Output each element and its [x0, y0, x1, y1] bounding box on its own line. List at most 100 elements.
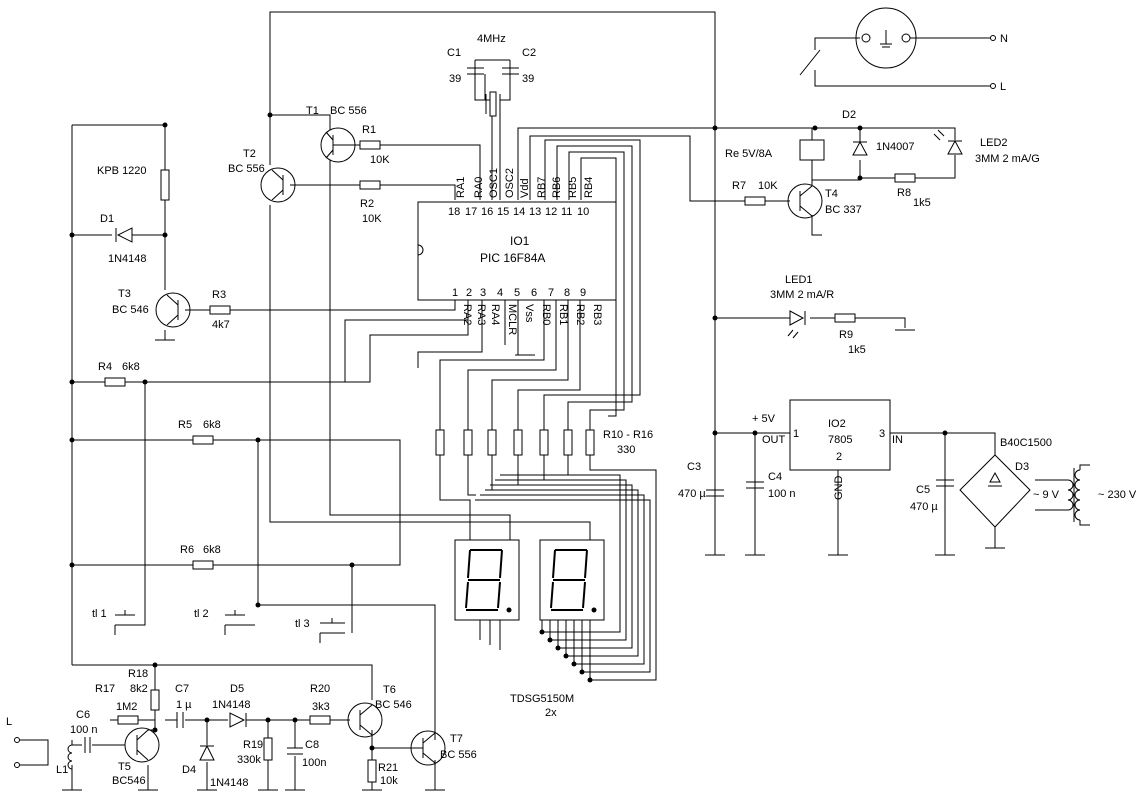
- c7-label: C7: [175, 683, 189, 695]
- relay-coil: [799, 139, 825, 161]
- r8-label: R8: [897, 187, 911, 199]
- regulator-pin3: 3: [879, 428, 885, 440]
- pin-label-vdd: Vdd: [519, 178, 531, 198]
- d2-label: D2: [842, 109, 856, 121]
- pin-num-3: 3: [480, 287, 486, 299]
- d1-label: D1: [100, 213, 114, 225]
- tl1-label: tl 1: [92, 608, 107, 620]
- r21-label: R21: [378, 762, 398, 774]
- primary-voltage: ~ 230 V: [1098, 489, 1137, 501]
- r10-16-value: 330: [617, 444, 635, 456]
- d5-label: D5: [230, 683, 244, 695]
- pin-label-vss: Vss: [523, 304, 535, 323]
- secondary-voltage: ~ 9 V: [1033, 489, 1060, 501]
- r6-label: R6: [180, 544, 194, 556]
- pin-num-16: 16: [481, 206, 493, 218]
- diodes: D1 1N4148 D2 1N4007 Re 5V/8A LED2 3MM 2 …: [100, 109, 1052, 789]
- regulator-out: OUT: [762, 434, 786, 446]
- r17-label: R17: [95, 683, 115, 695]
- r1-label: R1: [362, 124, 376, 136]
- pin-label-mclr: MCLR: [506, 304, 518, 335]
- input-coil: L L1: [6, 716, 73, 776]
- r8-symbol: [894, 173, 916, 183]
- pin-label-ra3: RA3: [475, 304, 487, 325]
- d5-symbol: [229, 712, 246, 728]
- relay-label: Re 5V/8A: [725, 148, 773, 160]
- crystal-freq: 4MHz: [477, 33, 506, 45]
- d2-symbol: [852, 140, 868, 156]
- r20-value: 3k3: [312, 701, 330, 713]
- pin-label-rb6: RB6: [551, 177, 563, 198]
- c5-label: C5: [916, 484, 930, 496]
- t6-part: BC 546: [375, 699, 412, 711]
- resistors: R1 10K R2 10K R3 4k7 R4 6k8 R5 6k8 R6 6k…: [95, 124, 931, 787]
- r13-symbol: [513, 429, 523, 456]
- capacitors: C3 470 µ C4 100 n C5 470 µ C6 100 n C7 1…: [70, 461, 954, 769]
- led1-symbol: [789, 310, 805, 326]
- pin-num-17: 17: [465, 206, 477, 218]
- led2-label: LED2: [980, 137, 1008, 149]
- mains-n: N: [1000, 33, 1008, 45]
- d3-label: D3: [1015, 461, 1029, 473]
- r5-symbol: [192, 435, 214, 445]
- pin-label-ra4: RA4: [489, 304, 501, 325]
- d4-symbol: [199, 744, 215, 761]
- crystal-section: 4MHz C1 39 C2 39: [447, 33, 536, 117]
- l1-label: L1: [56, 764, 68, 776]
- t2-symbol: [260, 167, 296, 203]
- r9-symbol: [834, 313, 856, 323]
- t3-part: BC 546: [112, 304, 149, 316]
- c2-value: 39: [522, 73, 534, 85]
- regulator-ref: IO2: [828, 418, 846, 430]
- pin-num-6: 6: [531, 287, 537, 299]
- pin-num-8: 8: [564, 287, 570, 299]
- t6-symbol: [347, 702, 383, 738]
- wires: [20, 11, 1068, 790]
- r9-label: R9: [839, 329, 853, 341]
- c1-value: 39: [449, 73, 461, 85]
- c6-value: 100 n: [70, 724, 98, 736]
- r10-symbol: [435, 429, 445, 456]
- r2-label: R2: [360, 198, 374, 210]
- ground-symbols: [62, 234, 1005, 791]
- r20-symbol: [309, 715, 331, 725]
- r5-label: R5: [178, 419, 192, 431]
- tl2-label: tl 2: [194, 608, 209, 620]
- c1-label: C1: [447, 47, 461, 59]
- led1-label: LED1: [785, 274, 813, 286]
- pin-label-rb0: RB0: [540, 304, 552, 325]
- r18-label: R18: [128, 668, 148, 680]
- t7-part: BC 556: [440, 749, 477, 761]
- c3-value: 470 µ: [678, 488, 706, 500]
- pin-num-13: 13: [529, 206, 541, 218]
- t4-symbol: [787, 183, 823, 219]
- regulator-in: IN: [892, 434, 903, 446]
- pin-label-osc1: OSC1: [488, 168, 500, 198]
- socket-outline: [855, 7, 917, 69]
- r4-symbol: [104, 377, 126, 387]
- mcu-ref: IO1: [510, 234, 530, 248]
- junction-dots: [69, 112, 948, 751]
- mcu-top-pin-numbers: 18 17 16 15 14 13 12 11 10: [448, 206, 589, 218]
- mains-l: L: [1000, 81, 1006, 93]
- pin-num-2: 2: [466, 287, 472, 299]
- t7-label: T7: [450, 733, 463, 745]
- led2-part: 3MM 2 mA/G: [975, 153, 1040, 165]
- pin-num-10: 10: [577, 206, 589, 218]
- led1-part: 3MM 2 mA/R: [770, 289, 834, 301]
- c2-label: C2: [522, 47, 536, 59]
- r3-label: R3: [212, 289, 226, 301]
- t4-part: BC 337: [825, 204, 862, 216]
- thermostat-symbol: [160, 169, 170, 201]
- pin-num-1: 1: [452, 287, 458, 299]
- display-qty: 2x: [545, 707, 557, 719]
- pin-label-ra0: RA0: [473, 177, 485, 198]
- regulator-pin1: 1: [793, 428, 799, 440]
- d2-part: 1N4007: [876, 141, 915, 153]
- d1-symbol: [116, 227, 133, 243]
- pin-label-osc2: OSC2: [504, 168, 516, 198]
- r19-label: R19: [243, 739, 263, 751]
- t5-part: BC546: [112, 775, 146, 787]
- seven-segment-displays: TDSG5150M 2x: [454, 539, 605, 719]
